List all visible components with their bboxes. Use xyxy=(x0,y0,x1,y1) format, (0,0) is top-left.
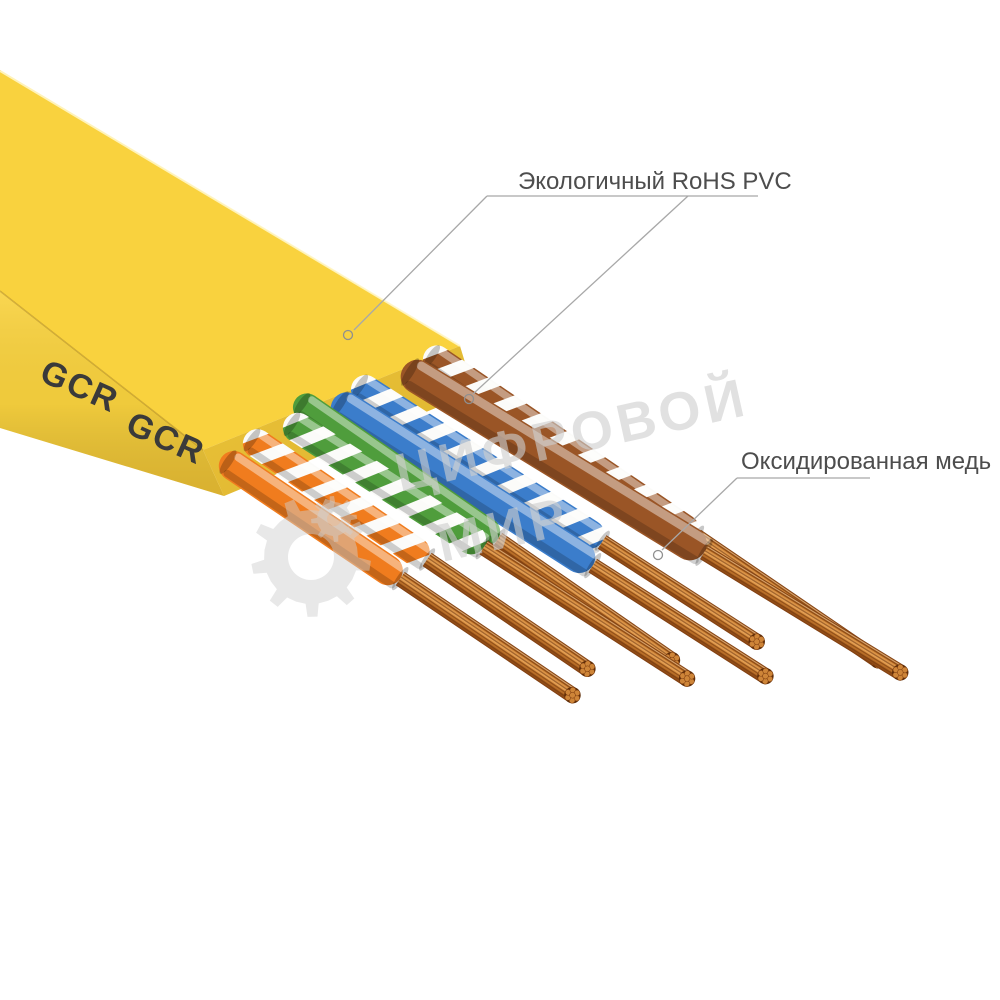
wire-bundle xyxy=(218,345,909,704)
jacket-leader-line-1 xyxy=(353,195,488,331)
wire-insulation xyxy=(282,412,487,555)
jacket-front-edge xyxy=(0,290,204,451)
jacket-leader-dot-1 xyxy=(342,329,354,341)
wire-blue-solid xyxy=(330,391,774,685)
wire-orange-white-striped xyxy=(242,428,596,678)
wire-insulation xyxy=(218,450,403,586)
jacket-top-face xyxy=(0,70,460,450)
jacket-front-face-shade xyxy=(0,291,224,496)
copper-label: Оксидированная медь xyxy=(741,448,991,475)
wire-insulation xyxy=(242,429,430,566)
wire-insulation xyxy=(330,392,596,574)
wire-brown-solid xyxy=(400,358,909,681)
gear-icon xyxy=(251,498,371,617)
copper-leader-dot xyxy=(652,549,664,561)
jacket-leader-line-2 xyxy=(472,195,689,395)
jacket-label: Экологичный RoHS PVC xyxy=(518,168,792,195)
wire-insulation xyxy=(350,375,605,549)
jacket-leader-dot-2 xyxy=(463,393,475,405)
callouts: Экологичный RoHS PVC Оксидированная медь xyxy=(342,168,991,561)
small-gear-icon xyxy=(311,496,357,542)
wire-green-white-striped xyxy=(282,412,696,687)
wire-orange-solid xyxy=(218,450,581,704)
copper-leader-line xyxy=(661,477,738,551)
wire-insulation xyxy=(400,359,707,561)
